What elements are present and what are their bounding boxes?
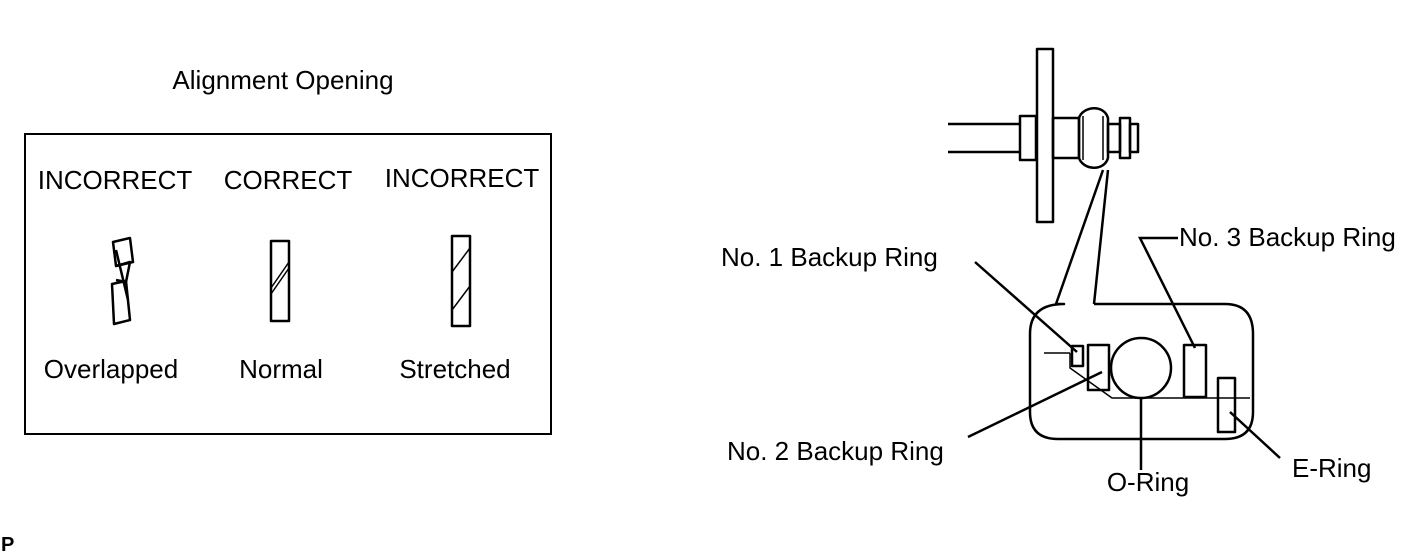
caption-overlapped: Overlapped <box>44 354 178 384</box>
magnify-line-right <box>1092 169 1110 305</box>
injector-illustration: No. 1 Backup Ring No. 2 Backup Ring No. … <box>721 47 1396 497</box>
figure-reference: P <box>1 534 14 555</box>
status-label-incorrect-1: INCORRECT <box>38 165 193 195</box>
o-ring-shape <box>1109 336 1173 400</box>
alignment-panel: Alignment Opening INCORRECT Overlapped C… <box>24 65 552 435</box>
leader-backup-ring-1 <box>974 261 1078 353</box>
backup-ring-2-shape <box>1086 343 1111 392</box>
backup-ring-3-shape <box>1182 343 1208 399</box>
alignment-column-stretched: INCORRECT Stretched <box>385 163 540 384</box>
leader-e-ring <box>1229 411 1281 459</box>
ring-overlapped-icon <box>110 236 135 326</box>
label-backup-ring-1: No. 1 Backup Ring <box>721 242 938 272</box>
alignment-column-overlapped: INCORRECT Overlapped <box>38 165 193 384</box>
alignment-column-normal: CORRECT Normal <box>224 165 353 384</box>
label-backup-ring-3: No. 3 Backup Ring <box>1179 222 1396 252</box>
label-backup-ring-2: No. 2 Backup Ring <box>727 436 944 466</box>
backup-ring-1-shape <box>1070 344 1085 368</box>
status-label-incorrect-2: INCORRECT <box>385 163 540 193</box>
caption-stretched: Stretched <box>399 354 510 384</box>
alignment-title: Alignment Opening <box>172 65 393 95</box>
injector-body-icon <box>948 47 1140 224</box>
status-label-correct: CORRECT <box>224 165 353 195</box>
ring-normal-icon <box>269 239 291 323</box>
magnify-line-left <box>1054 169 1105 305</box>
leader-backup-ring-3 <box>1137 236 1197 349</box>
e-ring-shape <box>1216 376 1237 434</box>
label-e-ring: E-Ring <box>1292 453 1371 483</box>
caption-normal: Normal <box>239 354 323 384</box>
label-o-ring: O-Ring <box>1107 467 1189 497</box>
alignment-frame <box>24 133 552 435</box>
ring-stretched-icon <box>450 234 472 328</box>
leader-backup-ring-2 <box>967 370 1103 439</box>
